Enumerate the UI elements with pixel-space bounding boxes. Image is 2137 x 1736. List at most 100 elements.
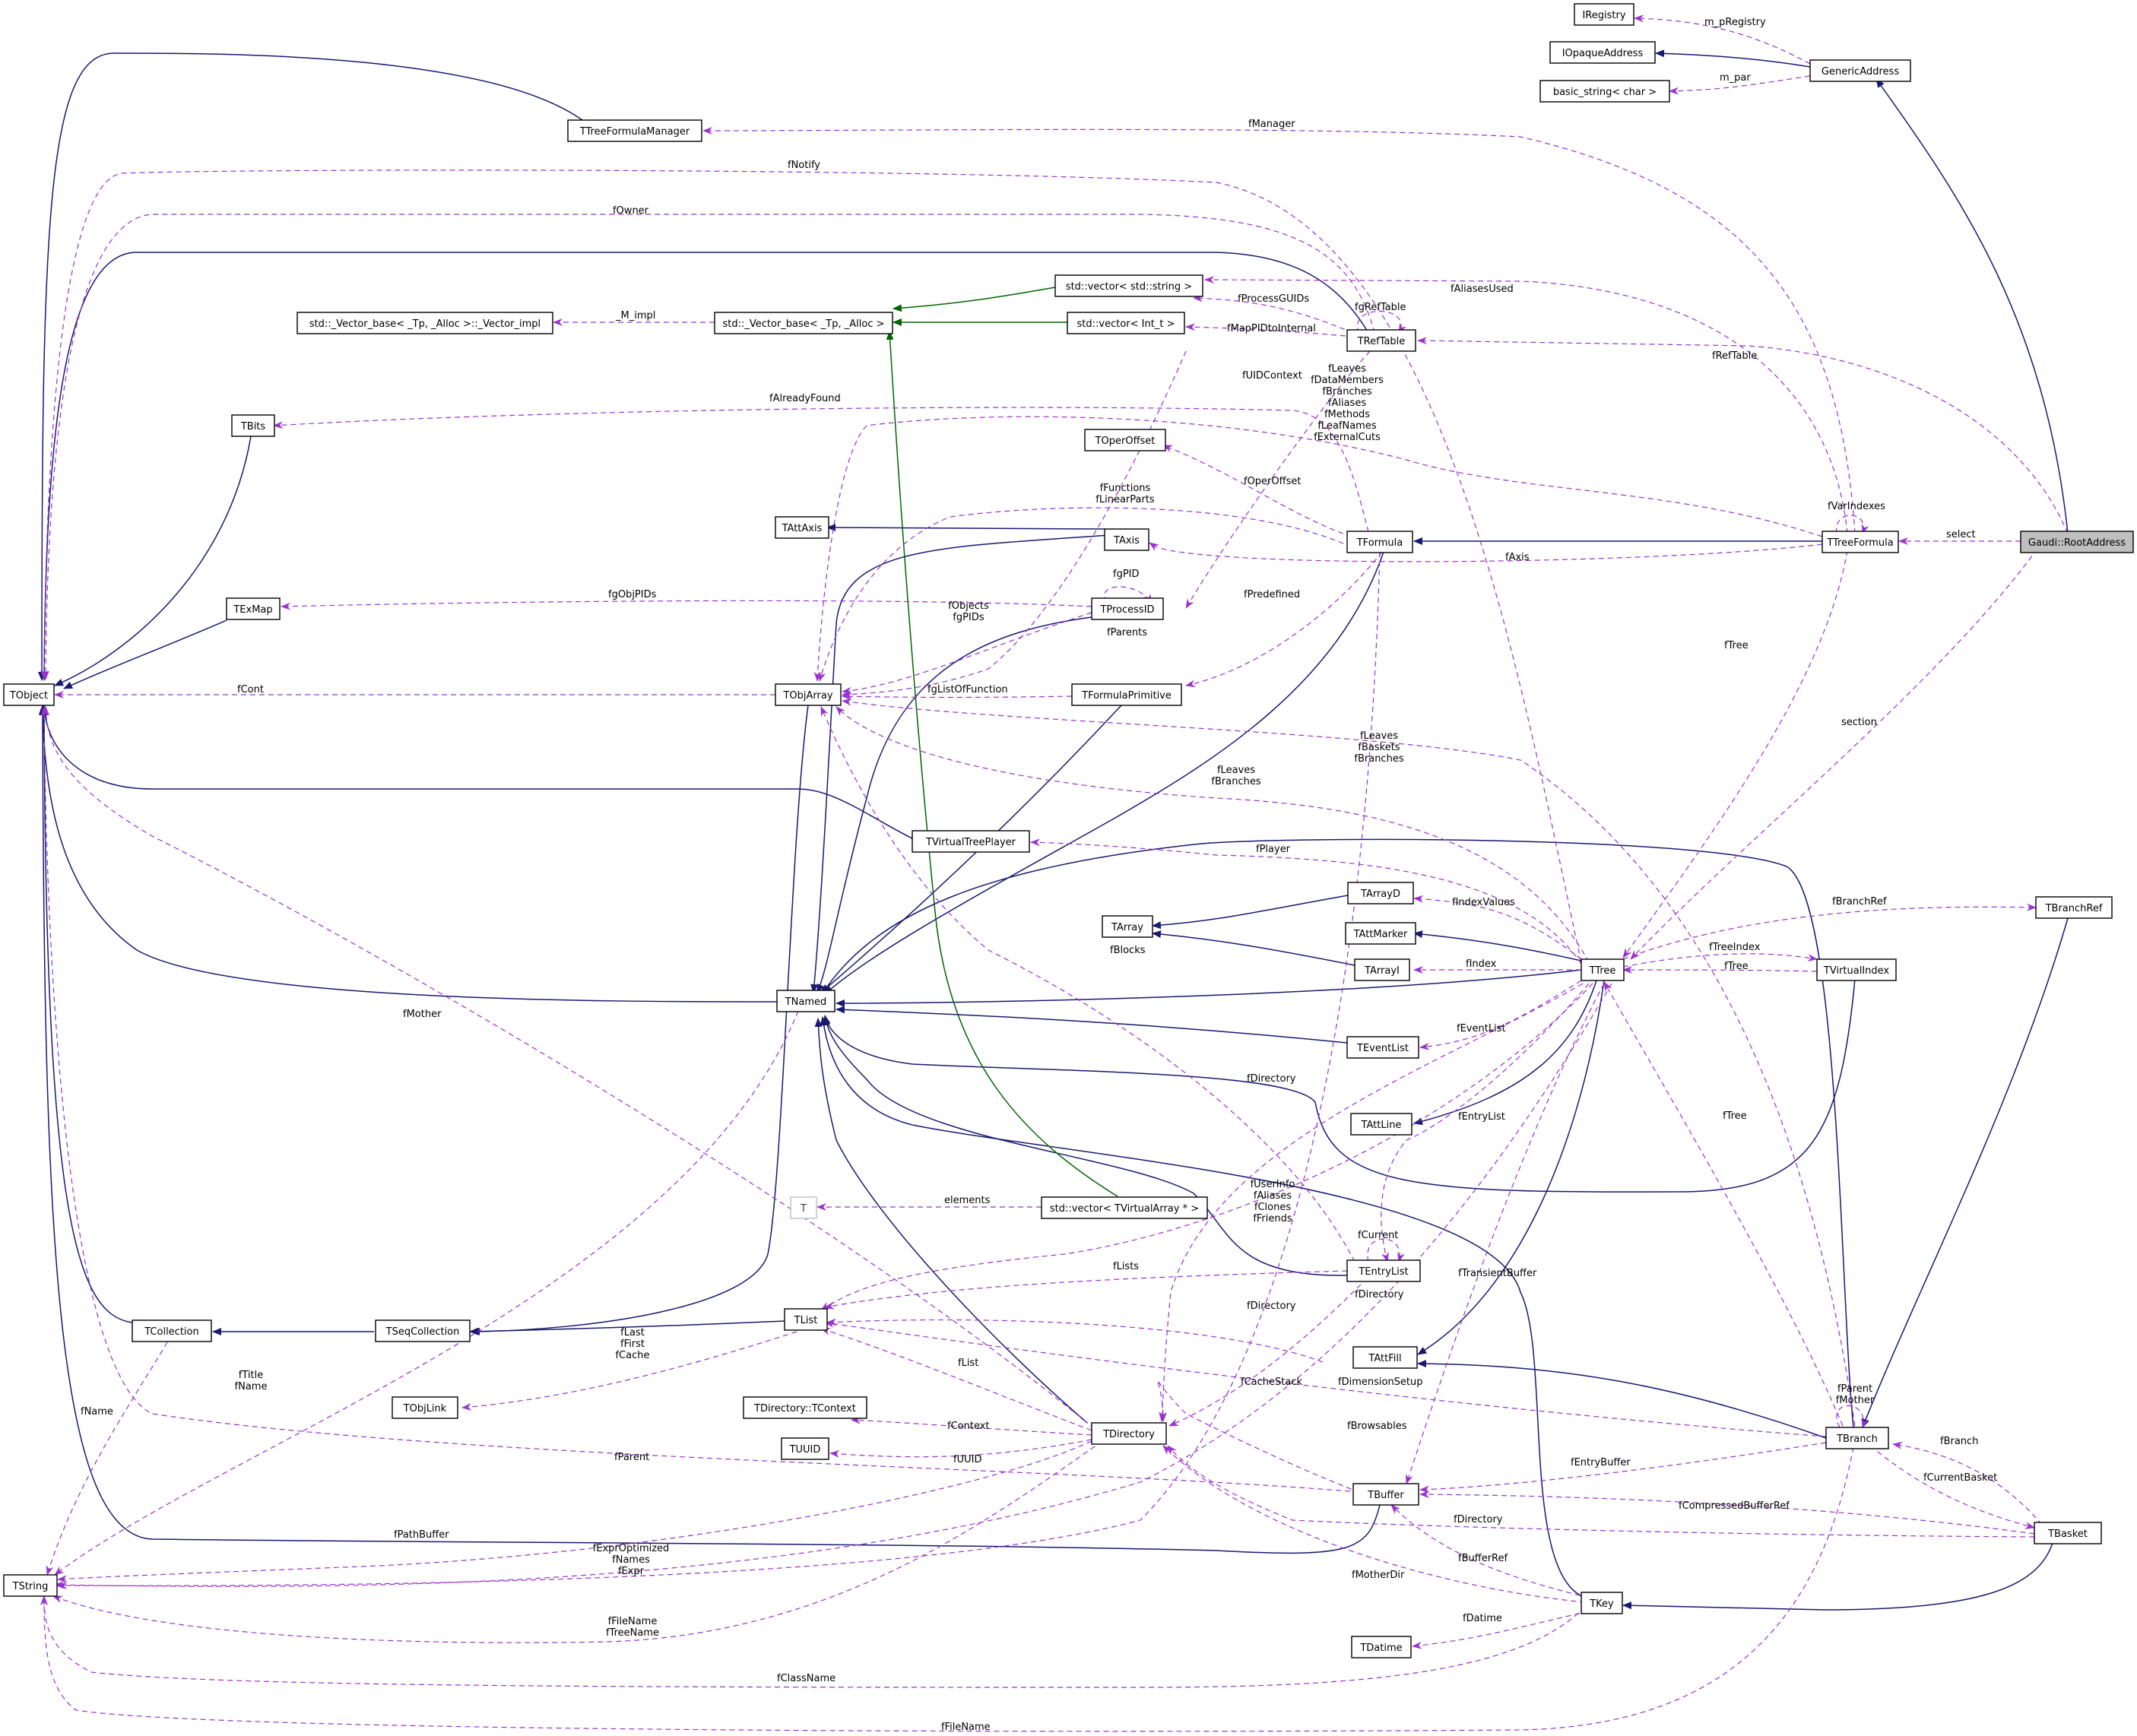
edge-inherit-ttree-tattline xyxy=(1413,980,1597,1126)
edge-label: fEntryBuffer xyxy=(1571,1457,1631,1468)
class-node-tattfill[interactable]: TAttFill xyxy=(1352,1346,1418,1369)
class-node-tdirectory[interactable]: TDirectory xyxy=(1091,1422,1167,1445)
edge-use-freftable xyxy=(1417,337,2069,534)
edge-label: fAlreadyFound xyxy=(769,393,841,404)
class-node-tbuffer[interactable]: TBuffer xyxy=(1352,1483,1419,1506)
edge-use-flists xyxy=(824,1270,1348,1310)
class-node-tbranchref[interactable]: TBranchRef xyxy=(2035,896,2113,919)
class-node-tseqcollection[interactable]: TSeqCollection xyxy=(375,1319,471,1342)
class-node-t[interactable]: T xyxy=(790,1196,817,1219)
class-node-tobjlink[interactable]: TObjLink xyxy=(392,1396,458,1419)
class-node-basicstring[interactable]: basic_string< char > xyxy=(1539,80,1670,103)
class-node-tattmarker[interactable]: TAttMarker xyxy=(1345,922,1416,945)
edge-label: m_pRegistry xyxy=(1704,17,1766,28)
class-node-tattaxis[interactable]: TAttAxis xyxy=(775,516,829,539)
edge-label: fDirectory xyxy=(1355,1289,1404,1300)
edge-use-ffilename1 xyxy=(52,1440,1103,1643)
class-node-ttreeformulamanager[interactable]: TTreeFormulaManager xyxy=(567,119,702,142)
class-name: std::_Vector_base< _Tp, _Alloc > xyxy=(722,318,884,330)
edge-label: fEntryList xyxy=(1458,1111,1505,1123)
edge-use-fbranchref xyxy=(1622,903,2037,960)
edge-use-fgobjpids xyxy=(281,600,1092,610)
class-node-genericaddress[interactable]: GenericAddress xyxy=(1809,59,1911,82)
class-node-tkey[interactable]: TKey xyxy=(1581,1592,1623,1614)
class-node-vector-tvirtualarray[interactable]: std::vector< TVirtualArray * > xyxy=(1041,1196,1208,1219)
edge-label: fParents xyxy=(1107,627,1147,638)
class-node-tdatime[interactable]: TDatime xyxy=(1351,1636,1412,1658)
edge-use-ftransientbuffer xyxy=(1406,983,1605,1484)
edge-label: fgRefTable xyxy=(1355,302,1406,313)
class-node-tstring[interactable]: TString xyxy=(3,1574,58,1597)
edge-use-fplayer xyxy=(1030,838,1582,965)
edge-label: fDirectory xyxy=(1247,1073,1296,1085)
edge-inherit-tformulamgr-tobject xyxy=(38,52,586,681)
class-node-gaudi-rootaddress[interactable]: Gaudi::RootAddress xyxy=(2020,531,2134,553)
class-node-tprocessid[interactable]: TProcessID xyxy=(1091,597,1164,620)
class-node-tlist[interactable]: TList xyxy=(784,1308,828,1331)
class-node-tarray[interactable]: TArray xyxy=(1102,915,1153,938)
class-name: TBranchRef xyxy=(2045,903,2103,914)
edge-label: fIndexValues xyxy=(1452,897,1515,908)
edge-use-faxis xyxy=(1149,542,1823,562)
class-node-texmap[interactable]: TExMap xyxy=(226,597,281,620)
class-node-tbasket[interactable]: TBasket xyxy=(2034,1522,2102,1544)
class-name: TArrayD xyxy=(1360,889,1400,900)
class-node-tnamed[interactable]: TNamed xyxy=(776,990,835,1012)
edge-label: fDirectory xyxy=(1454,1514,1503,1525)
edge-use-fdirectory1 xyxy=(1159,983,1584,1422)
class-node-ttree[interactable]: TTree xyxy=(1581,958,1625,981)
edge-use-fmappidtointernal xyxy=(1185,323,1346,337)
class-node-vector-int[interactable]: std::vector< Int_t > xyxy=(1067,312,1185,334)
class-node-tarrayi[interactable]: TArrayI xyxy=(1354,958,1410,981)
class-name: TFormulaPrimitive xyxy=(1081,690,1172,702)
edge-use-fdirectory4 xyxy=(1167,1445,2035,1538)
class-node-tbits[interactable]: TBits xyxy=(231,414,275,437)
class-node-tobjarray[interactable]: TObjArray xyxy=(775,683,842,706)
class-node-tdirectory-tcontext[interactable]: TDirectory::TContext xyxy=(743,1396,867,1419)
edge-use-fentrylist xyxy=(1381,983,1590,1262)
class-name: std::vector< std::string > xyxy=(1066,281,1192,293)
edge-use-fowner xyxy=(42,214,1375,680)
class-node-taxis[interactable]: TAxis xyxy=(1104,528,1149,551)
class-node-tuuid[interactable]: TUUID xyxy=(781,1437,829,1460)
class-name: Gaudi::RootAddress xyxy=(2028,537,2126,549)
class-node-tattline[interactable]: TAttLine xyxy=(1350,1113,1413,1136)
class-node-tformulaprimitive[interactable]: TFormulaPrimitive xyxy=(1071,683,1182,706)
edge-use-mpar xyxy=(1669,75,1811,95)
class-name: TAttFill xyxy=(1368,1353,1401,1364)
edge-use-fpredefined xyxy=(1185,551,1383,688)
class-name: TDirectory xyxy=(1102,1429,1155,1440)
class-node-tvirtualindex[interactable]: TVirtualIndex xyxy=(1816,958,1897,981)
class-node-tcollection[interactable]: TCollection xyxy=(132,1319,212,1342)
class-node-vector-string[interactable]: std::vector< std::string > xyxy=(1054,274,1203,297)
class-node-iregistry[interactable]: IRegistry xyxy=(1574,3,1634,26)
class-node-vector-base[interactable]: std::_Vector_base< _Tp, _Alloc > xyxy=(714,312,893,334)
class-node-teventlist[interactable]: TEventList xyxy=(1346,1036,1419,1059)
class-node-tvirtualtreeplayer[interactable]: TVirtualTreePlayer xyxy=(912,830,1030,853)
class-node-tbranch[interactable]: TBranch xyxy=(1825,1427,1889,1449)
edge-use-faliasesused xyxy=(1204,276,1848,534)
class-name: TObjArray xyxy=(782,690,832,702)
class-node-toperoffset[interactable]: TOperOffset xyxy=(1084,429,1166,451)
class-node-vector-impl[interactable]: std::_Vector_base< _Tp, _Alloc >::_Vecto… xyxy=(296,312,553,334)
edge-label: _M_impl xyxy=(615,310,655,322)
class-name: std::vector< TVirtualArray * > xyxy=(1050,1203,1199,1215)
class-node-tarrayd[interactable]: TArrayD xyxy=(1347,882,1414,904)
class-node-ttreeformula[interactable]: TTreeFormula xyxy=(1822,531,1899,553)
class-name: std::_Vector_base< _Tp, _Alloc >::_Vecto… xyxy=(309,318,541,330)
class-node-treftable[interactable]: TRefTable xyxy=(1346,329,1416,352)
edge-use-fname xyxy=(46,1342,168,1576)
edge-use-fbufferref xyxy=(1390,1504,1590,1598)
class-node-tentrylist[interactable]: TEntryList xyxy=(1346,1259,1421,1282)
class-name: TSeqCollection xyxy=(385,1326,460,1338)
class-node-iopaqueaddress[interactable]: IOpaqueAddress xyxy=(1549,41,1656,64)
class-node-tobject[interactable]: TObject xyxy=(3,683,55,706)
edge-inherit-tvirtindex-tnamed xyxy=(823,978,1856,1193)
class-name: TVirtualIndex xyxy=(1823,965,1890,977)
class-node-tformula[interactable]: TFormula xyxy=(1346,531,1413,553)
class-name: TArray xyxy=(1111,922,1143,933)
